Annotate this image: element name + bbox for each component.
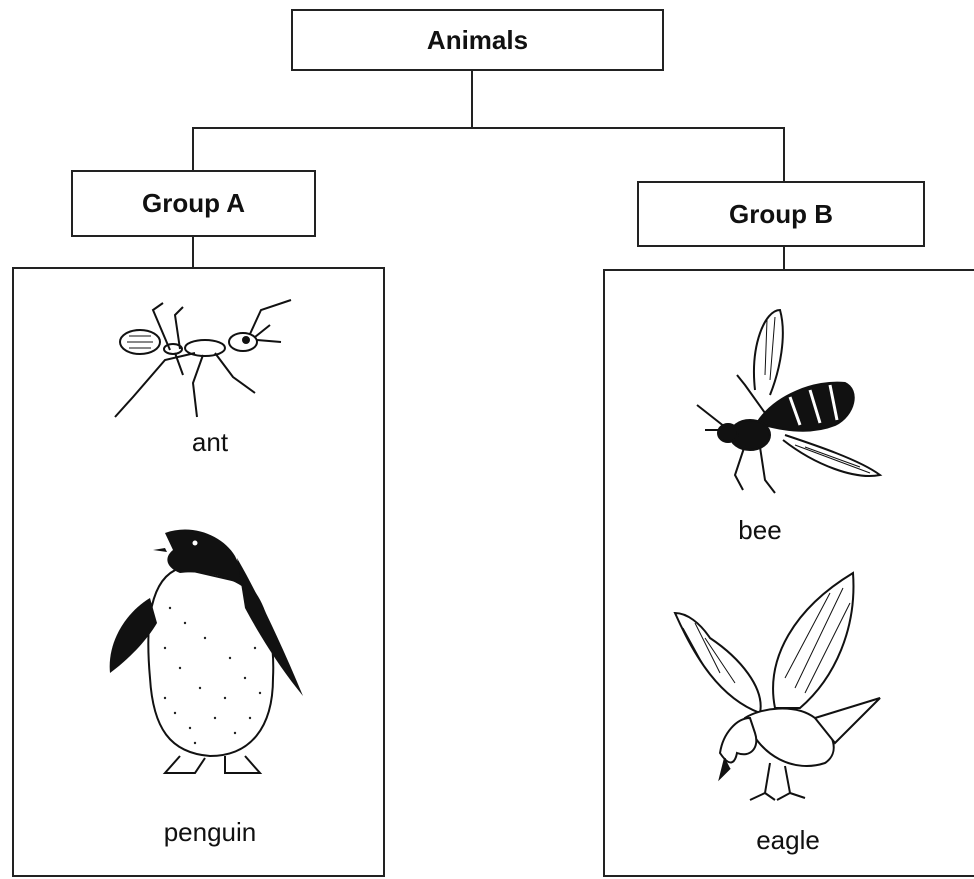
penguin-illustration — [105, 528, 310, 783]
group-a-node: Group A — [71, 170, 316, 237]
label-bee: bee — [660, 515, 860, 546]
group-b-title: Group B — [729, 199, 833, 230]
connector-horizontal — [192, 127, 785, 129]
group-b-node: Group B — [637, 181, 925, 247]
label-eagle: eagle — [688, 825, 888, 856]
root-node-animals: Animals — [291, 9, 664, 71]
group-a-title: Group A — [142, 188, 245, 219]
connector-to-group-b — [783, 127, 785, 182]
root-title: Animals — [427, 25, 528, 56]
label-penguin: penguin — [110, 817, 310, 848]
ant-illustration — [105, 285, 295, 420]
connector-to-group-a — [192, 127, 194, 171]
connector-group-b-panel — [783, 246, 785, 270]
connector-group-a-panel — [192, 236, 194, 268]
bee-illustration — [695, 305, 890, 495]
label-ant: ant — [110, 427, 310, 458]
eagle-illustration — [665, 568, 885, 808]
connector-root-down — [471, 70, 473, 128]
